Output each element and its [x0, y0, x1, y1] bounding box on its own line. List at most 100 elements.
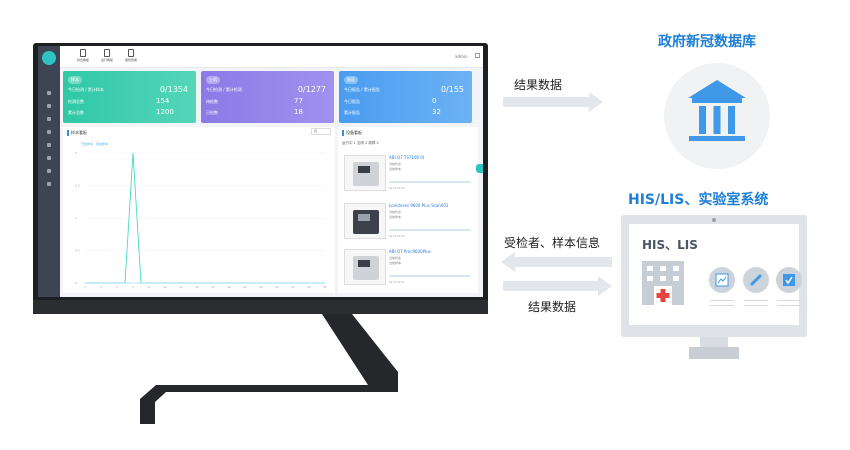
- gov-database-title: 政府新冠数据库: [658, 34, 756, 50]
- sidebar-item[interactable]: [47, 143, 51, 147]
- row-value: 154: [156, 97, 170, 105]
- sidebar-item[interactable]: [47, 117, 51, 121]
- monitor-chin: [33, 300, 488, 314]
- sidebar-item[interactable]: [47, 130, 51, 134]
- device-card[interactable]: ABI Q7 TS7100 III 当前状态 当前样本 09-08 09:40: [342, 153, 474, 193]
- x-tick-label: 17: [211, 285, 215, 289]
- device-name[interactable]: ABI Q7 TS7100 III: [389, 155, 424, 160]
- card-row: 累计总数 1200: [68, 108, 191, 116]
- dashboard-screen: 综合看板 运行看板 报告查看 admin 样本 0/1354 今日检测 / 累计…: [38, 46, 483, 297]
- row-label: 累计报告: [344, 110, 360, 115]
- sidebar-item[interactable]: [47, 104, 51, 108]
- y-tick-label: 1: [75, 216, 77, 220]
- tab-label: 报告查看: [124, 58, 137, 62]
- sidebar-item[interactable]: [47, 182, 51, 186]
- sidebar-item[interactable]: [47, 156, 51, 160]
- sidebar: [38, 46, 60, 297]
- x-tick-label: 23: [259, 285, 263, 289]
- card-big-value: 0/1277: [297, 85, 326, 94]
- card-big-value: 0/1354: [159, 85, 188, 94]
- x-tick-label: 13: [179, 285, 183, 289]
- flask-icon: [80, 49, 86, 57]
- device-time: 09-08 09:40: [389, 235, 405, 238]
- row-label: 今日报告: [344, 99, 360, 104]
- row-label: 已检数: [206, 110, 218, 115]
- device-card[interactable]: Lonidness 9600 Plus Scan001 当前状态 当前样本 09…: [342, 201, 474, 241]
- device-meta: 当前样本: [389, 215, 402, 219]
- card-row: 今日报告 0: [344, 97, 467, 105]
- government-building-icon: [688, 80, 746, 141]
- x-tick-label: 11: [163, 285, 167, 289]
- card-badge: 上机: [206, 76, 220, 84]
- tab-running[interactable]: 运行看板: [96, 49, 118, 67]
- layers-icon: [104, 49, 110, 57]
- device-panel: 设备看板 运行中 1 空闲 2 故障 0 ABI Q7 TS7100 III 当…: [338, 127, 478, 293]
- x-tick-label: 21: [243, 285, 247, 289]
- device-name[interactable]: ABI Q7 Proc9600Plus: [389, 249, 431, 254]
- device-meta: 当前状态: [389, 210, 402, 214]
- arrow-to-his: [503, 276, 612, 296]
- arrow-label-patient-info: 受检者、样本信息: [504, 236, 601, 250]
- row-value: 77: [294, 97, 303, 105]
- instrument-image: [344, 203, 386, 239]
- legend-item: 已检样本: [81, 142, 94, 146]
- chart-title: 样本看板: [67, 130, 87, 136]
- device-panel-title: 设备看板: [342, 130, 362, 136]
- x-tick-label: 7: [132, 285, 134, 289]
- device-meta: 当前样本: [389, 167, 402, 171]
- device-progress: [389, 275, 471, 277]
- arrow-to-gov: [503, 92, 603, 112]
- x-tick-label: 25: [275, 285, 279, 289]
- window-button[interactable]: [475, 53, 480, 58]
- legend-item: 待检样本: [95, 142, 108, 146]
- instrument-image: [344, 155, 386, 191]
- y-tick-label: 0.5: [75, 249, 80, 253]
- row-label: 检测总数: [68, 99, 84, 104]
- device-name[interactable]: Lonidness 9600 Plus Scan001: [389, 203, 449, 208]
- card-row: 检测总数 154: [68, 97, 191, 105]
- device-meta: 当前样本: [389, 261, 402, 265]
- x-tick-label: 1: [84, 285, 86, 289]
- user-menu[interactable]: admin: [455, 54, 468, 59]
- card-row: 今日检测 / 累计样本: [68, 87, 191, 93]
- row-value: 1200: [156, 108, 174, 116]
- syringe-icon: [749, 273, 763, 287]
- arrow-label-results-bottom: 结果数据: [528, 300, 577, 314]
- settings-tab-icon[interactable]: [476, 164, 483, 173]
- card-big-value: 0/155: [440, 85, 464, 94]
- arrow-label-results-top: 结果数据: [514, 78, 563, 92]
- top-bar: 综合看板 运行看板 报告查看 admin: [60, 46, 483, 68]
- sidebar-item[interactable]: [47, 91, 51, 95]
- tab-report[interactable]: 报告查看: [120, 49, 142, 67]
- row-label: 今日检测 / 累计检测: [206, 87, 242, 92]
- device-meta: 当前状态: [389, 256, 402, 260]
- tab-label: 综合看板: [76, 58, 89, 62]
- row-label: 今日检测 / 累计样本: [68, 87, 104, 92]
- arrow-from-his: [501, 252, 612, 272]
- period-select[interactable]: 月: [311, 128, 331, 135]
- card-row: 今日检测 / 累计检测: [206, 87, 329, 93]
- his-monitor-neck: [700, 337, 728, 349]
- sidebar-item[interactable]: [47, 169, 51, 173]
- tab-label: 运行看板: [100, 58, 113, 62]
- row-label: 累计总数: [68, 110, 84, 115]
- x-tick-label: 31: [323, 285, 327, 289]
- device-progress: [389, 229, 471, 231]
- x-tick-label: 9: [148, 285, 150, 289]
- device-stats: 运行中 1 空闲 2 故障 0: [342, 141, 379, 145]
- device-card[interactable]: ABI Q7 Proc9600Plus 当前状态 当前样本 09-08 09:4…: [342, 247, 474, 287]
- device-progress: [389, 181, 471, 183]
- y-tick-label: 1.5: [75, 184, 80, 188]
- app-logo-icon: [42, 51, 56, 65]
- row-value: 0: [432, 97, 437, 105]
- tab-overview[interactable]: 综合看板: [72, 49, 94, 67]
- y-tick-label: 0: [75, 281, 77, 285]
- chart-doc-icon: [715, 273, 729, 287]
- x-tick-label: 5: [116, 285, 118, 289]
